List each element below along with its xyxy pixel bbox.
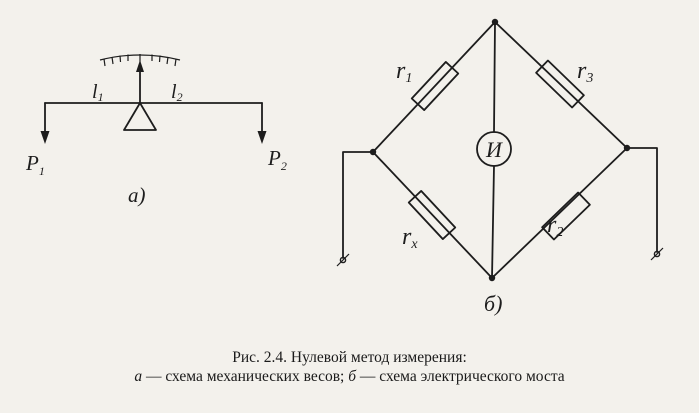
edge-bottom-right	[491, 147, 628, 279]
figure-caption-line1: Рис. 2.4. Нулевой метод измерения:	[232, 349, 467, 366]
lead-right	[626, 147, 658, 253]
branch-upper	[493, 21, 496, 133]
left-weight-arrow	[40, 131, 50, 144]
r1-label: r1	[396, 58, 412, 86]
weight-right-label: P2	[267, 146, 287, 173]
node-top	[491, 18, 499, 26]
figure-caption-line2: а — схема механических весов; б — схема …	[0, 367, 699, 387]
lead-left	[342, 151, 374, 259]
node-bottom	[488, 274, 496, 282]
branch-lower	[491, 165, 495, 279]
resistor-rx	[407, 190, 457, 240]
r3-label: r3	[577, 58, 593, 86]
arm-left-label: l1	[92, 81, 104, 104]
caption-a-text: — схема механических весов;	[142, 368, 349, 385]
edge-top-right	[494, 21, 628, 149]
rx-label: rx	[402, 224, 418, 252]
balance-diagram: l1 l2 P1 P2 а)	[25, 54, 287, 207]
node-right	[623, 144, 631, 152]
diagram-a-label: а)	[128, 183, 146, 207]
pointer-arrowhead	[136, 60, 144, 72]
resistor-r3	[535, 59, 585, 109]
weight-left-label: P1	[25, 151, 45, 178]
terminal-left	[339, 256, 347, 264]
galvanometer-circle	[476, 131, 512, 167]
fulcrum-triangle	[123, 102, 157, 131]
edge-top-left	[372, 21, 496, 153]
bridge-diagram: И r1 r3 rx r2 б)	[336, 18, 664, 316]
scale-ticks	[103, 54, 177, 67]
edge-bottom-left	[372, 151, 493, 279]
right-weight-arrow	[257, 131, 267, 144]
arm-right-label: l2	[171, 81, 183, 104]
caption-a-letter: а	[134, 368, 143, 385]
node-left	[369, 148, 377, 156]
resistor-r1	[410, 61, 460, 111]
diagram-b-label: б)	[484, 291, 502, 316]
caption-b-letter: б	[348, 368, 357, 385]
galvanometer-label: И	[485, 137, 503, 162]
terminal-left-tick	[336, 253, 350, 267]
caption-b-text: — схема электрического моста	[356, 368, 565, 385]
r2-label: r2	[547, 212, 563, 240]
terminal-right-tick	[650, 247, 664, 261]
terminal-right	[653, 250, 661, 258]
resistor-r2	[541, 191, 591, 241]
